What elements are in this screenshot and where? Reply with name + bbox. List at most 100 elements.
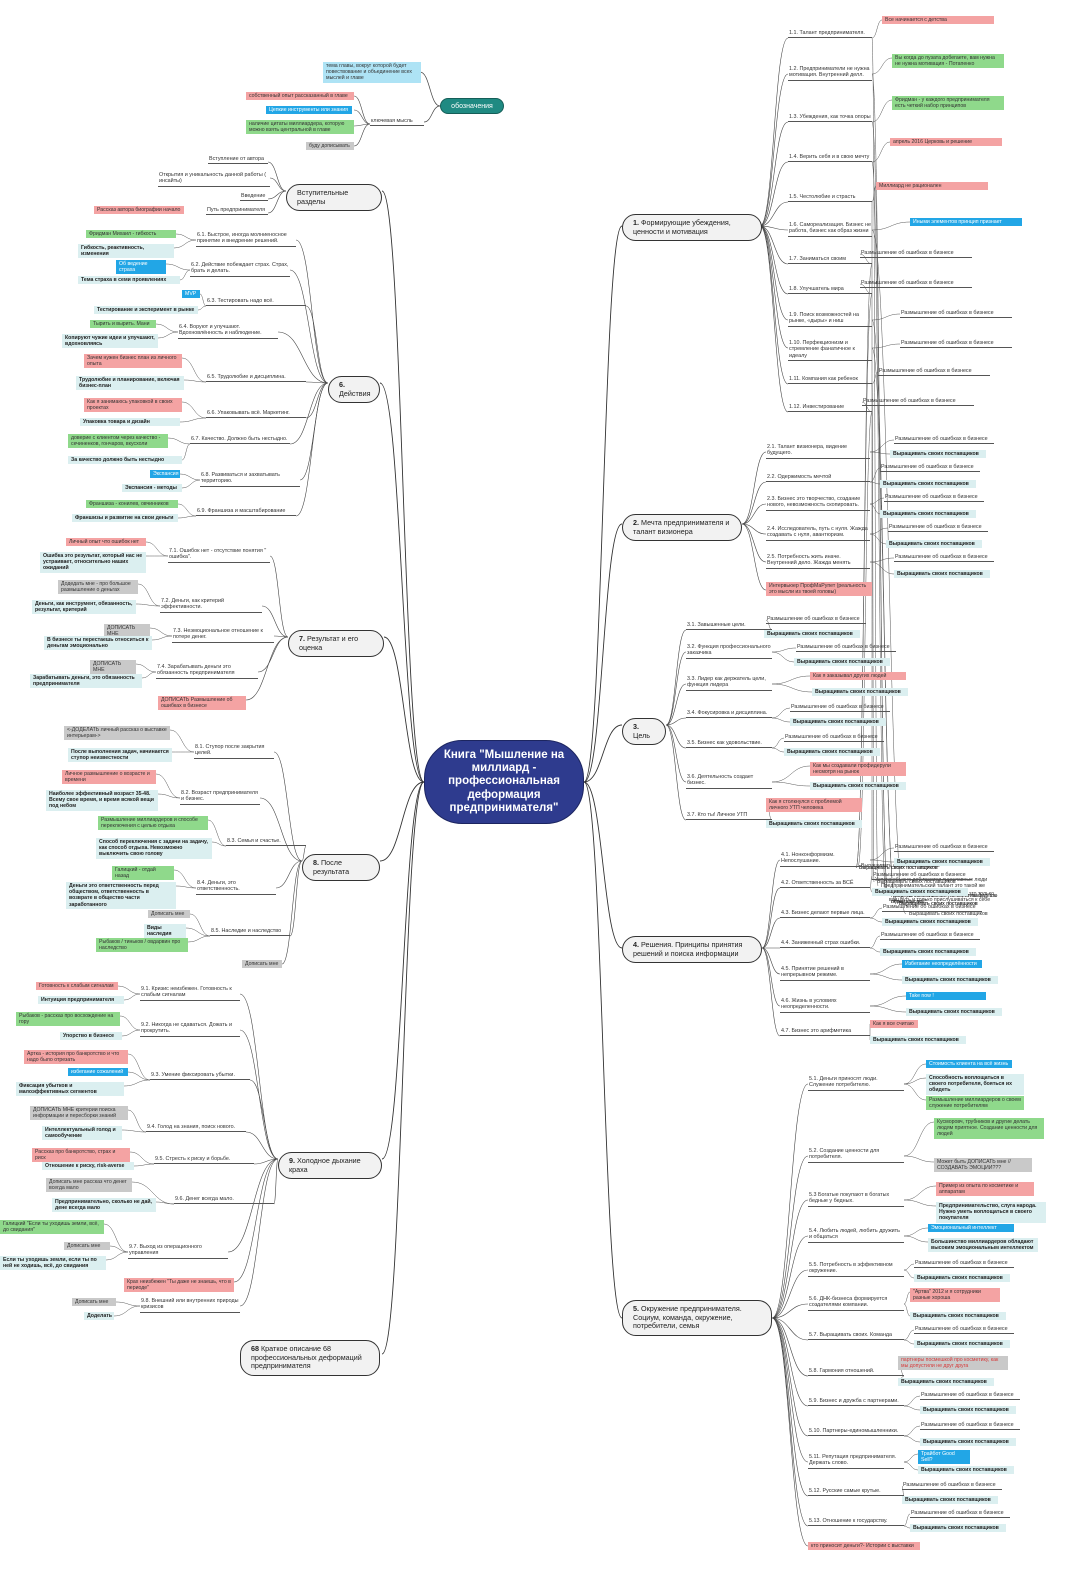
chapter-6-item[interactable]: 6.1. Быстрое, иногда молниеносное принят…	[196, 232, 296, 247]
chapter-6-item[interactable]: 6.3. Тестировать надо всё.	[206, 298, 306, 307]
intro-item[interactable]: Путь предпринимателя	[206, 207, 268, 216]
chapter-3-item[interactable]: 3.2. Функция профессионального заказчика	[686, 644, 772, 659]
chapter-4-item[interactable]: 4.3. Бизнес делают первые лица.	[780, 910, 870, 919]
chapter-5-item[interactable]: 5.7. Выращивать своих. Команда	[808, 1332, 904, 1341]
chapter-7-example[interactable]: Зарабатывать деньги, это обязанность пре…	[30, 674, 142, 689]
chapter-6-item[interactable]: 6.4. Воруют и улучшают. Вдохновлённость …	[178, 324, 278, 339]
legend-badge[interactable]: обозначения	[440, 98, 504, 114]
intro-biography[interactable]: Рассказ автора биографии начало	[94, 206, 184, 215]
chapter-6-example[interactable]: Франшизы и развитие на свои деньги	[72, 514, 178, 523]
chapter-2-interview[interactable]: Интервьюер ПрофМаРупет (реальность это м…	[766, 582, 872, 597]
chapter-9-example[interactable]: Артка - история про банкротство и что на…	[24, 1050, 128, 1065]
error-reflection[interactable]: Размышление об ошибках в бизнесе	[914, 1326, 1014, 1335]
keyword-grow-suppliers[interactable]: Выращивать своих поставщиков	[902, 1496, 998, 1505]
legend-keyword[interactable]: ключевая мысль	[370, 118, 424, 127]
chapter-3-item[interactable]: 3.3. Лидер как держатель цели, функция л…	[686, 676, 772, 691]
chapter-3-item[interactable]: 3.1. Завышенные цели.	[686, 622, 772, 631]
keyword-grow-suppliers[interactable]: Выращивать своих поставщиков	[859, 865, 938, 871]
chapter-8-example[interactable]: Виды наследия	[144, 924, 186, 939]
topic-2-dream[interactable]: 2. Мечта предпринимателя и талант визион…	[622, 514, 742, 542]
chapter-8-example[interactable]: Личное размышление о возрасте и времени	[62, 770, 156, 785]
topic-1-beliefs[interactable]: 1. Формирующие убеждения, ценности и мот…	[622, 214, 762, 242]
chapter-6-example[interactable]: Экспансия	[150, 470, 180, 479]
chapter-5-item[interactable]: 5.4. Любить людей, любить дружить и обща…	[808, 1228, 904, 1243]
chapter-5-item[interactable]: 5.13. Отношение к государству.	[808, 1518, 904, 1527]
chapter-7-item[interactable]: 7.2. Деньги, как критерий эффективности.	[160, 598, 262, 613]
error-reflection[interactable]: Размышление об ошибках в бизнесе	[910, 1510, 1010, 1519]
legend-tools[interactable]: Цепкие инструменты или знания	[266, 106, 352, 115]
chapter-6-item[interactable]: 6.9. Франшиза и масштабирование	[196, 508, 296, 517]
keyword-grow-suppliers[interactable]: Выращивать своих поставщиков	[810, 782, 906, 791]
keyword-grow-suppliers[interactable]: Выращивать своих поставщиков	[899, 901, 978, 907]
chapter-6-example[interactable]: Фридман Михаил - гибкость	[86, 230, 176, 239]
chapter-9-example[interactable]: Дописать мне	[72, 1298, 116, 1307]
chapter-1-item[interactable]: 1.7. Заниматься своим	[788, 256, 872, 265]
error-reflection[interactable]: Размышление об ошибках в бизнесе	[900, 340, 1012, 349]
chapter-9-example[interactable]: Интеллектуальный голод и самообучение	[42, 1126, 122, 1141]
legend-own-experience[interactable]: собственный опыт рассказанный в главе	[246, 92, 354, 101]
chapter-6-example[interactable]: Об ведение страха	[116, 260, 166, 275]
chapter-7-example[interactable]: В бизнесе ты перестаешь относиться к ден…	[44, 636, 152, 651]
chapter-9-item[interactable]: 9.1. Кризис неизбежен. Готовность к слаб…	[140, 986, 240, 1001]
chapter-6-example[interactable]: Тестирование и эксперимент в рынке	[94, 306, 198, 315]
chapter-5-item[interactable]: 5.12. Русские самые крутые.	[808, 1488, 904, 1497]
chapter-1-example[interactable]: Вы когда до пузата добегаете, вам нужна …	[892, 54, 1004, 69]
chapter-9-example[interactable]: Если ты уходишь земли, если ты по ней не…	[0, 1256, 106, 1271]
keyword-grow-suppliers[interactable]: Выращивать своих поставщиков	[886, 540, 982, 549]
keyword-grow-suppliers[interactable]: Выращивать своих поставщиков	[910, 1312, 1006, 1321]
chapter-6-item[interactable]: 6.7. Качество. Должно быть нестыдно.	[190, 436, 290, 445]
chapter-9-example[interactable]: Интуиция предпринимателя	[38, 996, 124, 1005]
keyword-grow-suppliers[interactable]: Выращивать своих поставщиков	[914, 1274, 1010, 1283]
chapter-5-item[interactable]: 5.8. Гармония отношений.	[808, 1368, 904, 1377]
chapter-8-example[interactable]: Галицкий - отдай назад	[112, 866, 174, 881]
chapter-1-example[interactable]: Все начинается с детства	[882, 16, 994, 25]
chapter-3-example[interactable]: Как я столкнулся с проблемой личного УТП…	[766, 798, 862, 813]
chapter-1-item[interactable]: 1.11. Компания как ребенок	[788, 376, 872, 385]
error-reflection[interactable]: Размышление об ошибках в бизнесе	[790, 704, 890, 713]
chapter-7-example[interactable]: ДОПИСАТЬ МНЕ	[90, 660, 136, 675]
chapter-4-example[interactable]: Take now !	[906, 992, 986, 1001]
error-reflection[interactable]: Размышление об ошибках в бизнесе	[860, 250, 972, 259]
chapter-7-item[interactable]: 7.3. Неэмоциональное отношение к потере …	[172, 628, 274, 643]
topic-4-decisions[interactable]: 4. Решения. Принципы принятия решений и …	[622, 936, 762, 964]
chapter-5-example[interactable]: Размышление миллиардеров о своем служени…	[926, 1096, 1024, 1111]
chapter-5-item[interactable]: 5.9. Бизнес и дружба с партнерами.	[808, 1398, 904, 1407]
chapter-6-item[interactable]: 6.6. Упаковывать всё. Маркетинг.	[206, 410, 306, 419]
chapter-8-example[interactable]: Размышление миллиардеров и способе перек…	[98, 816, 208, 831]
chapter-5-example[interactable]: Большинство миллиардеров обладают высоки…	[928, 1238, 1038, 1253]
error-reflection[interactable]: Размышление об ошибках в бизнесе	[888, 524, 988, 533]
chapter-6-item[interactable]: 6.5. Трудолюбие и дисциплина.	[206, 374, 306, 383]
chapter-5-example[interactable]: "Артва" 2012 и я сотрудники разные хорош…	[910, 1288, 1000, 1303]
chapter-9-example[interactable]: Предпринимательно, сколько не дай, дене …	[52, 1198, 156, 1213]
chapter-2-item[interactable]: 2.3. Бизнес это творчество, создание нов…	[766, 496, 870, 511]
keyword-grow-suppliers[interactable]: Выращивать своих поставщиков	[882, 918, 978, 927]
chapter-8-item[interactable]: 8.5. Наследие и наследство	[210, 928, 290, 937]
error-reflection[interactable]: Размышление об ошибках в бизнесе	[862, 398, 974, 407]
error-reflection[interactable]: Размышление об ошибках в бизнесе	[920, 1422, 1020, 1431]
chapter-5-example[interactable]: Стоимость клиента на всё жизнь	[926, 1060, 1012, 1069]
chapter-1-item[interactable]: 1.5. Честолюбие и страсть	[788, 194, 872, 203]
error-reflection[interactable]: Размышление об ошибках в бизнесе	[880, 464, 980, 473]
keyword-grow-suppliers[interactable]: Выращивать своих поставщиков	[910, 1524, 1006, 1533]
keyword-grow-suppliers[interactable]: Выращивать своих поставщиков	[918, 1466, 1014, 1475]
chapter-4-item[interactable]: 4.4. Заниженный страх ошибки.	[780, 940, 870, 949]
chapter-1-item[interactable]: 1.8. Улучшатель мира	[788, 286, 872, 295]
chapter-9-item[interactable]: 9.6. Денег всегда мало.	[174, 1196, 274, 1205]
chapter-9-example[interactable]: Дописать мне	[64, 1242, 110, 1251]
chapter-1-item[interactable]: 1.4. Верить себя и в свою мечту	[788, 154, 872, 163]
keyword-grow-suppliers[interactable]: Выращивать своих поставщиков	[870, 1036, 966, 1045]
keyword-grow-suppliers[interactable]: Выращивать своих поставщиков	[894, 858, 990, 867]
chapter-9-example[interactable]: Галицкий "Если ты уходишь земли, всё, до…	[0, 1220, 104, 1235]
chapter-9-example[interactable]: Рыбаков - рассказ про восхождение на гор…	[16, 1012, 120, 1027]
chapter-6-example[interactable]: Копируют чужие идеи и улучшают, вдохновл…	[62, 334, 158, 349]
chapter-7-example[interactable]: ДОПИСАТЬ МНЕ	[104, 624, 150, 639]
chapter-5-example[interactable]: Пример из опыта по косметике и аппаратам	[936, 1182, 1034, 1197]
chapter-8-example[interactable]: <-ДОДЕЛАТЬ личный рассказ о выставке инт…	[64, 726, 170, 741]
chapter-2-item[interactable]: 2.5. Потребность жить иначе. Внутренний …	[766, 554, 870, 569]
error-reflection[interactable]: Размышление об ошибках в бизнесе	[902, 1482, 1002, 1491]
keyword-grow-suppliers[interactable]: Выращивать своих поставщиков	[812, 688, 908, 697]
chapter-5-item[interactable]: 5.11. Репутация предпринимателя. Держать…	[808, 1454, 904, 1469]
error-reflection[interactable]: Размышление об ошибках в бизнесе	[894, 436, 994, 445]
error-reflection[interactable]: Размышление об ошибках в бизнесе	[882, 904, 982, 913]
error-reflection[interactable]: Размышление об ошибках в бизнесе	[894, 844, 994, 853]
